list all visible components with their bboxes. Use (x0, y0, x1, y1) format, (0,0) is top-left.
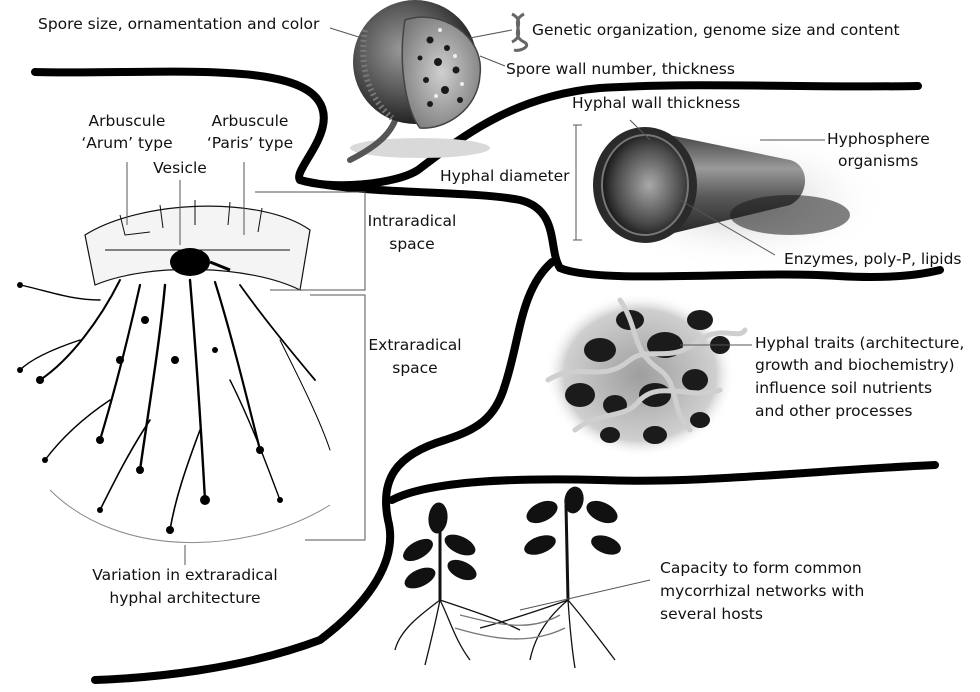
label-variation-1: Variation in extraradical (92, 566, 278, 584)
dna-icon (511, 12, 529, 52)
plant-roots (394, 599, 616, 669)
label-traits-2: growth and biochemistry) (755, 356, 955, 374)
label-hyphal-wall: Hyphal wall thickness (572, 94, 741, 112)
leader-genetic (469, 29, 513, 39)
label-extraradical-2: space (392, 359, 438, 377)
label-extraradical-1: Extraradical (368, 336, 462, 354)
label-intraradical-2: space (389, 235, 435, 253)
label-traits-3: influence soil nutrients (755, 379, 933, 397)
spore-illustration (347, 0, 490, 163)
label-hyphosphere-2: organisms (838, 152, 919, 170)
leader-capacity (519, 579, 651, 611)
root-network-illustration (17, 200, 331, 543)
bracket-extraradical (305, 294, 366, 541)
upper-boundary-curve (31, 67, 922, 190)
label-variation-2: hyphal architecture (109, 589, 261, 607)
bottom-boundary-curve (388, 461, 939, 504)
leader-spore-wall (479, 55, 506, 67)
label-enzymes: Enzymes, poly-P, lipids (784, 250, 962, 268)
boundary-curves (31, 67, 944, 684)
label-arbuscule-arum-2: ‘Arum’ type (81, 134, 173, 152)
soil-aggregate-illustration (545, 293, 748, 457)
label-intraradical-1: Intraradical (367, 212, 457, 230)
leader-hyphal-wall (629, 119, 651, 141)
label-arbuscule-arum-1: Arbuscule (88, 112, 166, 130)
label-genetic-organization: Genetic organization, genome size and co… (532, 21, 900, 39)
plants-illustration (403, 486, 621, 601)
label-capacity-1: Capacity to form common (660, 559, 862, 577)
label-capacity-2: mycorrhizal networks with (660, 582, 865, 600)
label-spore-wall: Spore wall number, thickness (506, 60, 735, 78)
middle-boundary-curve (296, 176, 944, 282)
bracket-intraradical (255, 191, 366, 291)
label-hyphosphere-1: Hyphosphere (827, 130, 930, 148)
hyphal-tube-illustration (590, 127, 890, 270)
bracket-hyphal-diameter (575, 124, 582, 241)
label-spore-size: Spore size, ornamentation and color (38, 15, 320, 33)
leader-spore-size (329, 27, 363, 39)
label-traits-1: Hyphal traits (architecture, (755, 334, 965, 352)
lower-boundary-curve (91, 258, 556, 684)
label-capacity-3: several hosts (660, 605, 763, 623)
label-arbuscule-paris-2: ‘Paris’ type (206, 134, 294, 152)
label-vesicle: Vesicle (153, 159, 207, 177)
leader-enzymes (679, 199, 776, 256)
label-hyphal-diameter: Hyphal diameter (440, 167, 570, 185)
label-traits-4: and other processes (755, 402, 913, 420)
label-arbuscule-paris-1: Arbuscule (211, 112, 289, 130)
